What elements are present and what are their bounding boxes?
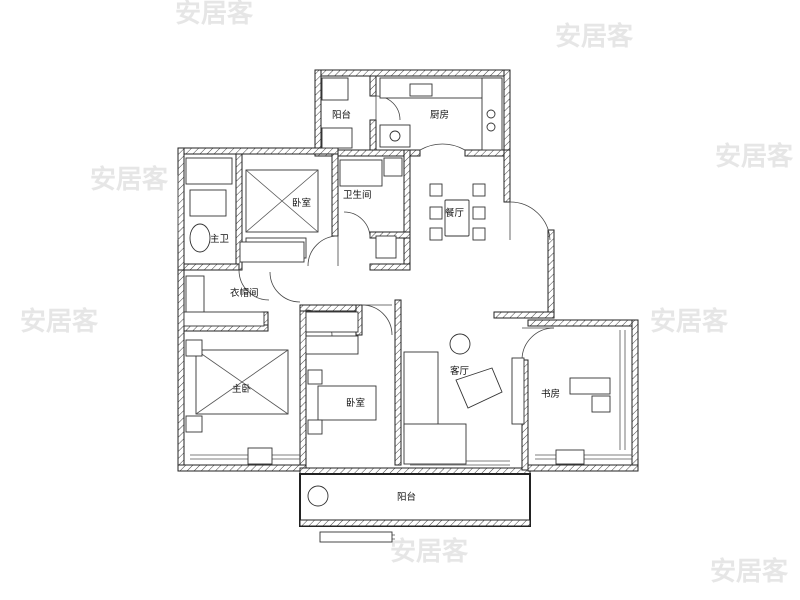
room-label-cloakroom: 衣帽间 bbox=[230, 287, 259, 299]
room-label-bedroom-1: 卧室 bbox=[292, 197, 311, 209]
doors bbox=[238, 95, 555, 361]
room-label-dining: 餐厅 bbox=[445, 207, 465, 219]
watermark-text: 安居客 bbox=[715, 141, 794, 172]
watermark-text: 安居客 bbox=[650, 306, 729, 337]
room-label-bedroom-2: 卧室 bbox=[346, 397, 365, 409]
room-label-living: 客厅 bbox=[450, 365, 470, 377]
watermark-group: 安居客 安居客 安居客 安居客 安居客 安居客 安居客 安居客 bbox=[20, 0, 794, 587]
watermark-text: 安居客 bbox=[710, 556, 789, 587]
watermark-text: 安居客 bbox=[555, 21, 634, 52]
room-label-kitchen: 厨房 bbox=[430, 109, 449, 121]
furniture bbox=[183, 77, 611, 543]
watermark-text: 安居客 bbox=[90, 164, 169, 195]
watermark-text: 安居客 bbox=[20, 306, 99, 337]
room-label-bathroom: 卫生间 bbox=[343, 189, 372, 201]
room-labels: 阳台 厨房 卧室 卫生间 餐厅 主卫 衣帽间 主卧 卧室 客厅 书房 阳台 bbox=[210, 109, 560, 503]
room-label-master-bedroom: 主卧 bbox=[232, 383, 252, 395]
watermark-text: 安居客 bbox=[390, 536, 469, 567]
watermark-text: 安居客 bbox=[175, 0, 254, 29]
room-label-balcony-north: 阳台 bbox=[332, 109, 351, 121]
room-label-study: 书房 bbox=[541, 388, 560, 400]
room-label-master-bath: 主卫 bbox=[210, 233, 230, 245]
room-label-balcony-south: 阳台 bbox=[397, 491, 416, 503]
